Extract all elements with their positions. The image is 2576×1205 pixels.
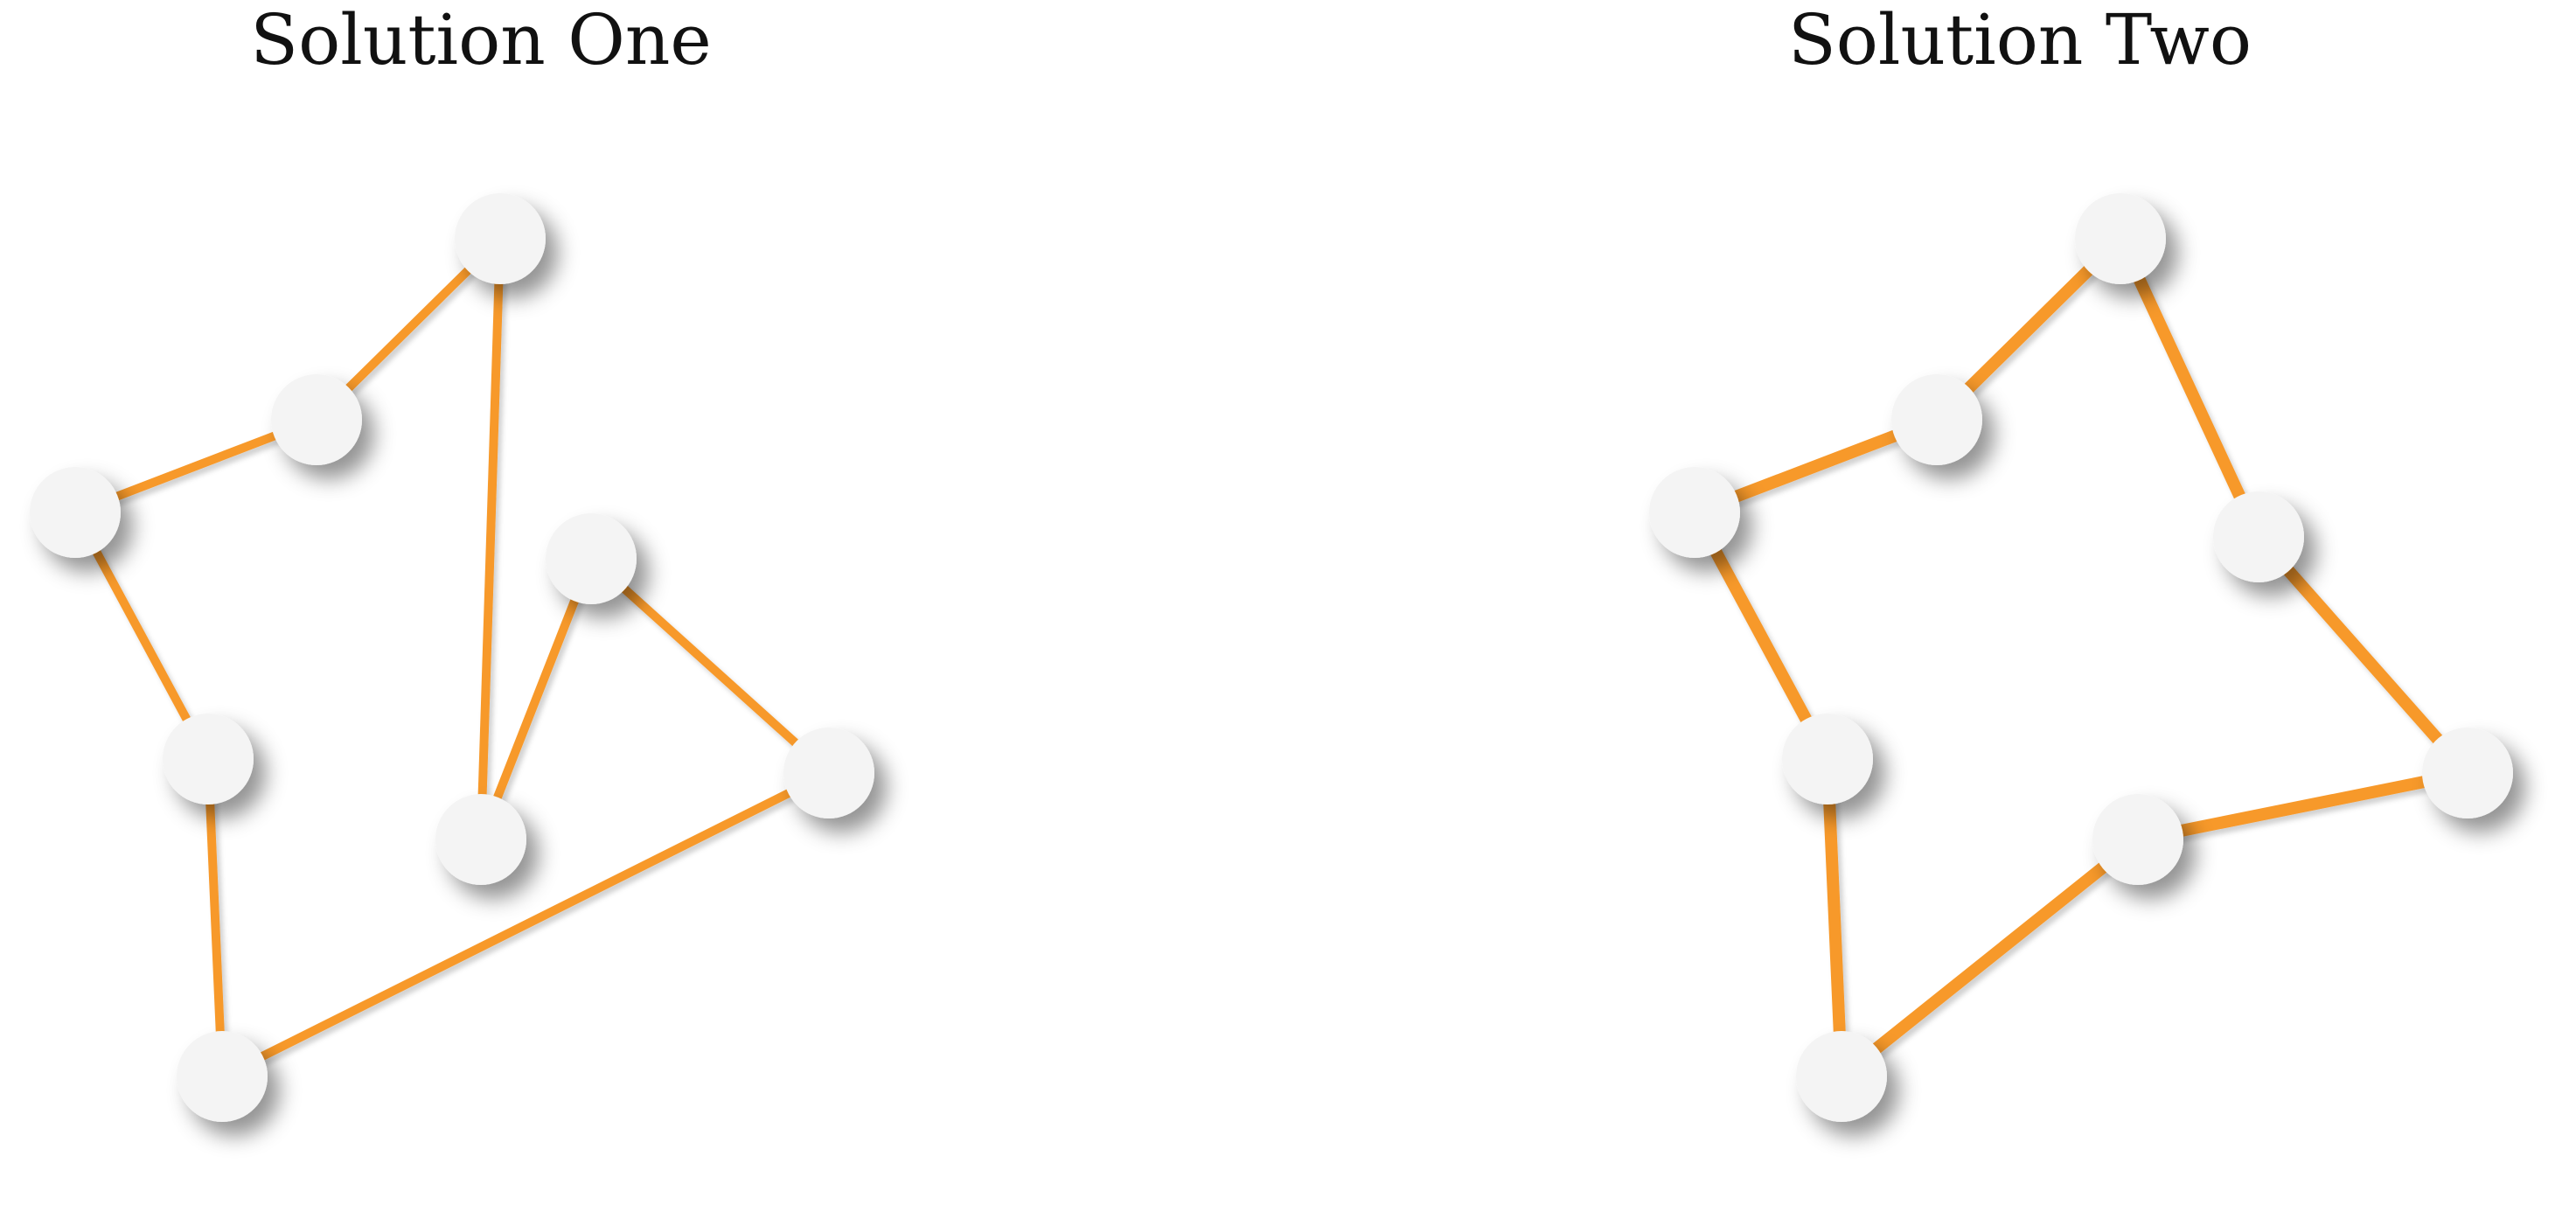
title-solution-one: Solution One xyxy=(250,0,712,80)
graph-edge xyxy=(477,557,595,841)
graph-node xyxy=(783,728,874,818)
graph-node xyxy=(435,794,526,885)
graph-edge xyxy=(219,769,832,1081)
graph-node xyxy=(1782,714,1873,804)
graph-node xyxy=(1891,374,1982,465)
graph-node xyxy=(1796,1031,1887,1122)
panel-solution-two xyxy=(1649,193,2513,1122)
graph-node xyxy=(2092,794,2183,885)
graph-node xyxy=(2422,728,2513,818)
graph-edge xyxy=(477,238,505,840)
title-solution-two: Solution Two xyxy=(1787,0,2252,80)
graph-edge xyxy=(2114,236,2265,540)
graph-node xyxy=(30,467,121,558)
graph-edge xyxy=(1837,834,2142,1082)
graph-node xyxy=(271,374,362,465)
graph-edge xyxy=(1821,758,1848,1077)
graph-node xyxy=(2075,193,2166,284)
graph-node xyxy=(455,193,546,284)
panel-solution-one xyxy=(30,193,874,1122)
graph-edge xyxy=(204,758,226,1077)
graph-node xyxy=(177,1031,268,1122)
graph-edge xyxy=(2253,533,2473,777)
graph-edge xyxy=(71,510,212,762)
graph-node xyxy=(1649,467,1740,558)
graph-node xyxy=(2213,491,2304,582)
graph-node xyxy=(163,714,254,804)
graph-node xyxy=(546,513,637,604)
graph-edge xyxy=(588,555,832,777)
graph-edge xyxy=(1688,509,1834,763)
graph-edge xyxy=(2136,767,2469,846)
